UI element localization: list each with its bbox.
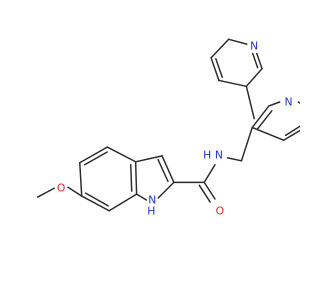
pyridine2-n-backdrop — [247, 39, 262, 53]
atom-methoxy-o: O — [57, 182, 65, 195]
atom-indole-n: N — [148, 194, 156, 207]
molecule-svg: O N H O H N N N — [36, 38, 306, 218]
molecule-structure-diagram: O N H O H N N N — [36, 38, 306, 218]
bond-carbonyl-n — [203, 163, 216, 184]
bond-c5-c4 — [79, 146, 108, 164]
bond-n-ch2 — [227, 157, 243, 162]
bond-c3-c2 — [161, 155, 175, 184]
bond-carbonyl-o-double — [198, 184, 211, 203]
bond-c3p-c2p — [251, 105, 270, 129]
bond-c7-c6 — [80, 195, 110, 212]
bond-ch2-c3p — [240, 126, 253, 162]
atom-amide-n: N — [215, 148, 223, 161]
bond-c3-c2-double — [157, 159, 169, 183]
pyridine2-bond-5 — [218, 79, 248, 88]
bond-n1p-c6p — [297, 101, 305, 107]
bond-c6-c5 — [79, 162, 83, 197]
bond-c4p-c5p-double — [284, 124, 302, 137]
bond-c4p-c5p — [282, 126, 306, 141]
atom-pyridine1-n: N — [284, 96, 292, 109]
pyridine2-bond-4-double — [215, 58, 224, 78]
bond-c4-c3a — [106, 146, 137, 163]
bond-c3a-c7a — [134, 161, 138, 195]
atom-amide-h: H — [203, 148, 211, 161]
atom-pyridine2-n: N — [250, 40, 258, 53]
bond-carbonyl-o — [203, 181, 216, 200]
bond-c7-c6-double — [84, 192, 109, 207]
pyridine2-bond-0 — [245, 67, 263, 88]
bonds — [36, 85, 306, 212]
bond-c5-c4-double — [83, 151, 108, 166]
atom-indole-h: H — [147, 204, 155, 217]
pyridine2-bonds — [210, 38, 263, 88]
atom-amide-o: O — [216, 204, 224, 217]
pyridine2-bond-3 — [210, 38, 230, 59]
bond-c3p-c2p-double — [256, 110, 273, 131]
bond-o-c6 — [67, 186, 83, 197]
bond-c2p-n1p — [268, 101, 281, 107]
bond-c3a-c3 — [134, 155, 163, 163]
bond-c3a-c7a-double — [129, 163, 133, 192]
bond-c7a-c7 — [108, 193, 138, 212]
bond-n1-c7a — [135, 193, 148, 201]
pyridine2-bond-4 — [210, 57, 220, 82]
atom-labels: O N H O H N N — [57, 96, 293, 218]
bond-c2-n1 — [157, 181, 175, 199]
bond-methyl-o — [36, 187, 56, 198]
layout-group: O N H O H N N N — [36, 38, 306, 218]
bond-c3p-c4p — [251, 126, 285, 141]
bond-biaryl — [245, 85, 255, 120]
